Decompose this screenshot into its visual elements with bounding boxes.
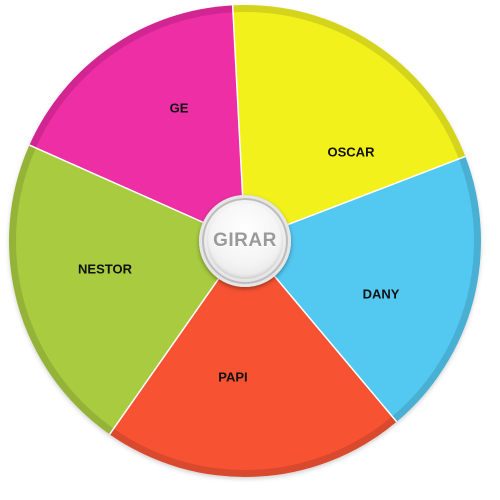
- spin-button[interactable]: GIRAR: [199, 195, 291, 287]
- wheel-segment-dany[interactable]: [245, 158, 474, 417]
- wheel-segment-ge[interactable]: [35, 12, 245, 241]
- spin-button-label: GIRAR: [213, 230, 277, 251]
- wheel-segment-label: PAPI: [218, 369, 247, 384]
- wheel-segment-label: GE: [170, 100, 189, 115]
- wheel-segment-nestor[interactable]: [15, 147, 246, 429]
- wheel-segments: [9, 4, 481, 477]
- wheel-segment-papi[interactable]: [113, 241, 393, 470]
- wheel-labels: GE OSCAR DANY PAPI NESTOR: [78, 100, 400, 384]
- wheel-segment-oscar[interactable]: [233, 11, 459, 241]
- wheel-segment-label: NESTOR: [78, 261, 133, 276]
- wheel-segment-label: DANY: [363, 286, 400, 301]
- spin-button-face: GIRAR: [207, 203, 283, 279]
- wheel-segment-label: OSCAR: [328, 144, 376, 159]
